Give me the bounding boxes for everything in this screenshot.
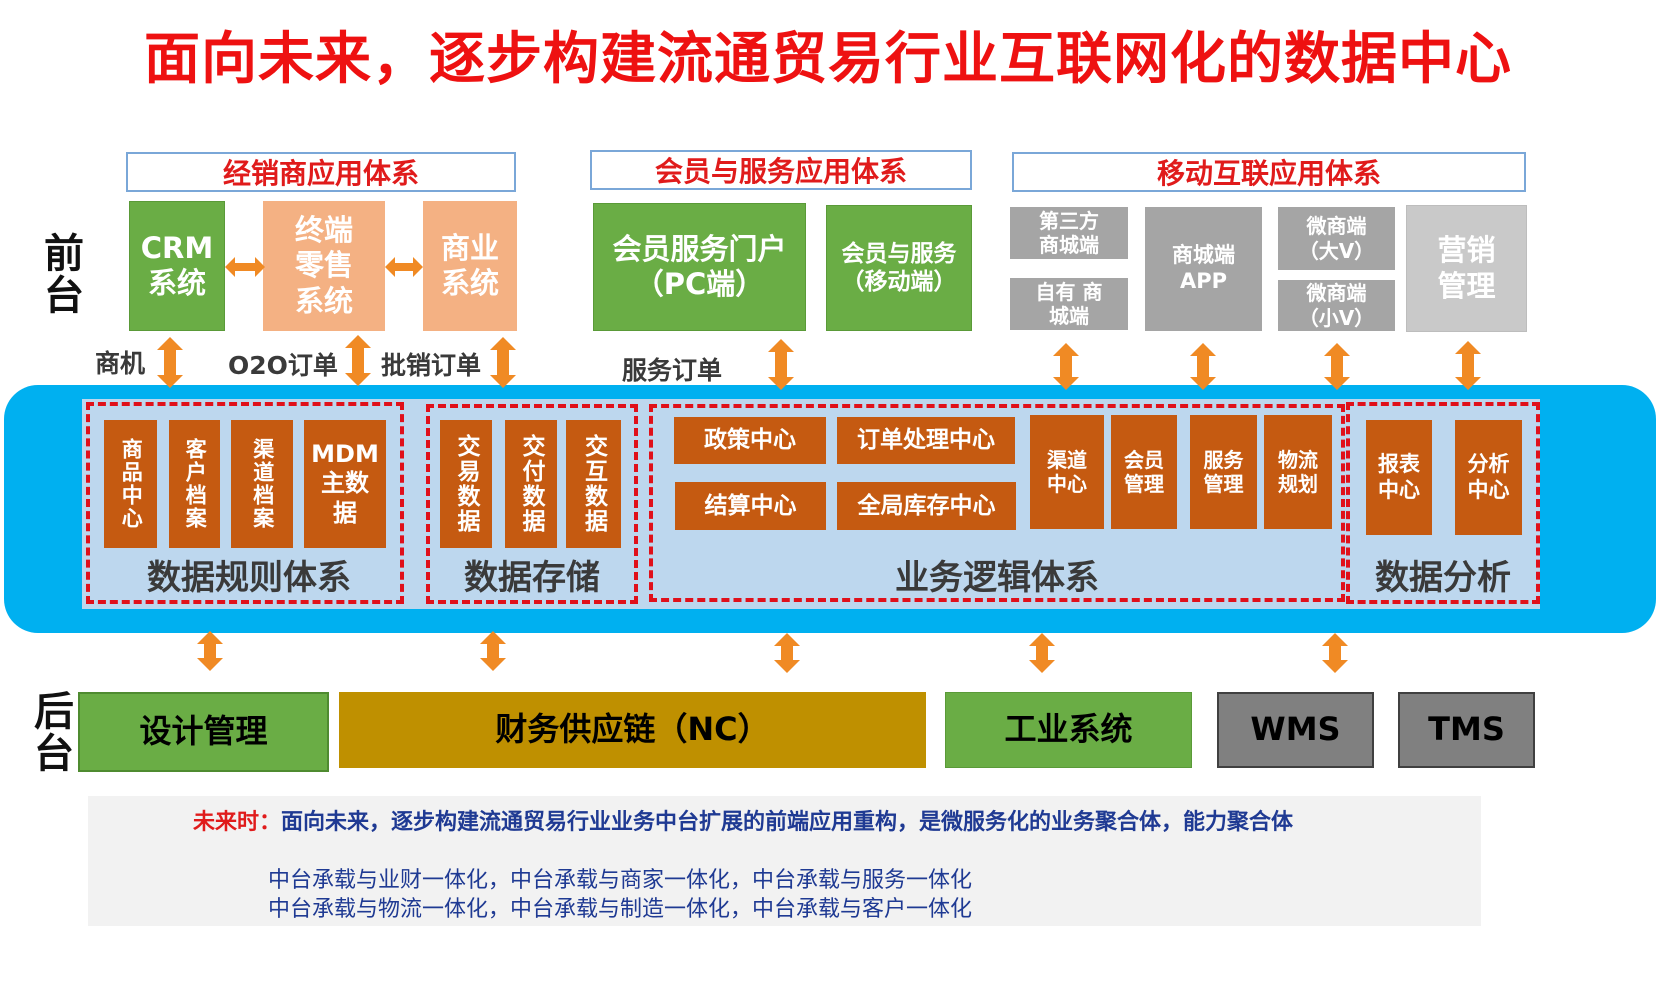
vertical-double-arrow-icon bbox=[1455, 341, 1481, 390]
vertical-double-arrow-icon bbox=[480, 631, 506, 671]
service-management-box: 服务 管理 bbox=[1190, 415, 1257, 529]
business-system-box: 商业 系统 bbox=[423, 201, 517, 331]
policy-center-box: 政策中心 bbox=[674, 417, 826, 464]
group-data-analysis bbox=[1346, 402, 1540, 604]
group-name-data-analysis: 数据分析 bbox=[1375, 558, 1511, 598]
note-line-1: 中台承载与业财一体化，中台承载与商家一体化，中台承载与服务一体化 bbox=[268, 868, 973, 893]
flow-label-o2o-order: O2O订单 bbox=[228, 351, 338, 380]
report-center-box: 报表 中心 bbox=[1366, 420, 1432, 535]
member-portal-pc-box: 会员服务门户 （PC端） bbox=[593, 203, 806, 331]
settlement-center-box: 结算中心 bbox=[675, 482, 826, 530]
note-line-2: 中台承载与物流一体化，中台承载与制造一体化，中台承载与客户一体化 bbox=[268, 897, 973, 922]
flow-label-opportunity: 商机 bbox=[95, 349, 146, 378]
micro-merchant-small-box: 微商端 （小V） bbox=[1278, 280, 1395, 331]
vertical-double-arrow-icon bbox=[157, 337, 183, 388]
vertical-double-arrow-icon bbox=[197, 631, 223, 671]
industrial-system-box: 工业系统 bbox=[945, 692, 1192, 768]
vertical-double-arrow-icon bbox=[490, 337, 516, 388]
group-name-business-logic: 业务逻辑体系 bbox=[895, 558, 1099, 598]
delivery-data-box: 交付数据 bbox=[505, 420, 557, 548]
future-note-label: 未来时： bbox=[193, 810, 282, 835]
channel-center-box: 渠道 中心 bbox=[1030, 415, 1104, 529]
layer-label-front: 前台 bbox=[37, 232, 83, 316]
design-management-box: 设计管理 bbox=[78, 692, 329, 772]
vertical-double-arrow-icon bbox=[345, 335, 371, 386]
vertical-double-arrow-icon bbox=[768, 339, 794, 390]
group-name-data-rules: 数据规则体系 bbox=[147, 558, 351, 598]
member-portal-mobile-box: 会员与服务 （移动端） bbox=[826, 205, 972, 331]
vertical-double-arrow-icon bbox=[774, 633, 800, 673]
group-name-data-storage: 数据存储 bbox=[464, 558, 600, 598]
section-title-dealer: 经销商应用体系 bbox=[126, 152, 516, 192]
global-inventory-center-box: 全局库存中心 bbox=[837, 482, 1016, 530]
product-center-box: 商品中心 bbox=[104, 420, 157, 548]
group-data-storage bbox=[426, 404, 638, 604]
vertical-double-arrow-icon bbox=[1190, 343, 1216, 390]
crm-system-box: CRM 系统 bbox=[129, 201, 225, 331]
customer-archive-box: 客户档案 bbox=[169, 420, 220, 548]
section-title-mobile: 移动互联应用体系 bbox=[1012, 152, 1526, 192]
vertical-double-arrow-icon bbox=[1324, 343, 1350, 390]
double-arrow-icon bbox=[385, 257, 423, 277]
tms-box: TMS bbox=[1398, 692, 1535, 768]
logistics-planning-box: 物流 规划 bbox=[1264, 415, 1332, 529]
channel-archive-box: 渠道档案 bbox=[231, 420, 293, 548]
transaction-data-box: 交易数据 bbox=[440, 420, 492, 548]
mall-app-box: 商城端 APP bbox=[1145, 207, 1262, 331]
vertical-double-arrow-icon bbox=[1029, 633, 1055, 673]
group-data-rules bbox=[86, 402, 404, 604]
member-management-box: 会员 管理 bbox=[1111, 415, 1177, 529]
mdm-master-data-box: MDM主数据 bbox=[304, 420, 386, 548]
future-note-text: 面向未来，逐步构建流通贸易行业业务中台扩展的前端应用重构，是微服务化的业务聚合体… bbox=[281, 810, 1294, 835]
marketing-management-box: 营销 管理 bbox=[1406, 205, 1527, 332]
third-party-mall-box: 第三方 商城端 bbox=[1010, 207, 1128, 259]
interaction-data-box: 交互数据 bbox=[566, 420, 621, 548]
flow-label-wholesale-order: 批销订单 bbox=[381, 351, 482, 380]
future-note: 未来时：面向未来，逐步构建流通贸易行业业务中台扩展的前端应用重构，是微服务化的业… bbox=[193, 804, 1293, 836]
vertical-double-arrow-icon bbox=[1322, 633, 1348, 673]
finance-supply-chain-box: 财务供应链（NC） bbox=[339, 692, 926, 768]
page-title: 面向未来，逐步构建流通贸易行业互联网化的数据中心 bbox=[144, 27, 1512, 92]
double-arrow-icon bbox=[225, 257, 265, 277]
own-mall-box: 自有 商城端 bbox=[1010, 278, 1128, 330]
section-title-member-service: 会员与服务应用体系 bbox=[590, 150, 972, 190]
notes-panel bbox=[88, 796, 1481, 926]
order-processing-center-box: 订单处理中心 bbox=[837, 417, 1015, 464]
flow-label-service-order: 服务订单 bbox=[622, 356, 723, 385]
wms-box: WMS bbox=[1217, 692, 1374, 768]
micro-merchant-big-box: 微商端 （大V） bbox=[1278, 207, 1395, 270]
terminal-retail-box: 终端 零售 系统 bbox=[263, 201, 385, 331]
layer-label-back: 后台 bbox=[27, 690, 73, 774]
group-business-logic bbox=[649, 404, 1345, 602]
vertical-double-arrow-icon bbox=[1053, 343, 1079, 390]
analysis-center-box: 分析 中心 bbox=[1455, 420, 1522, 535]
